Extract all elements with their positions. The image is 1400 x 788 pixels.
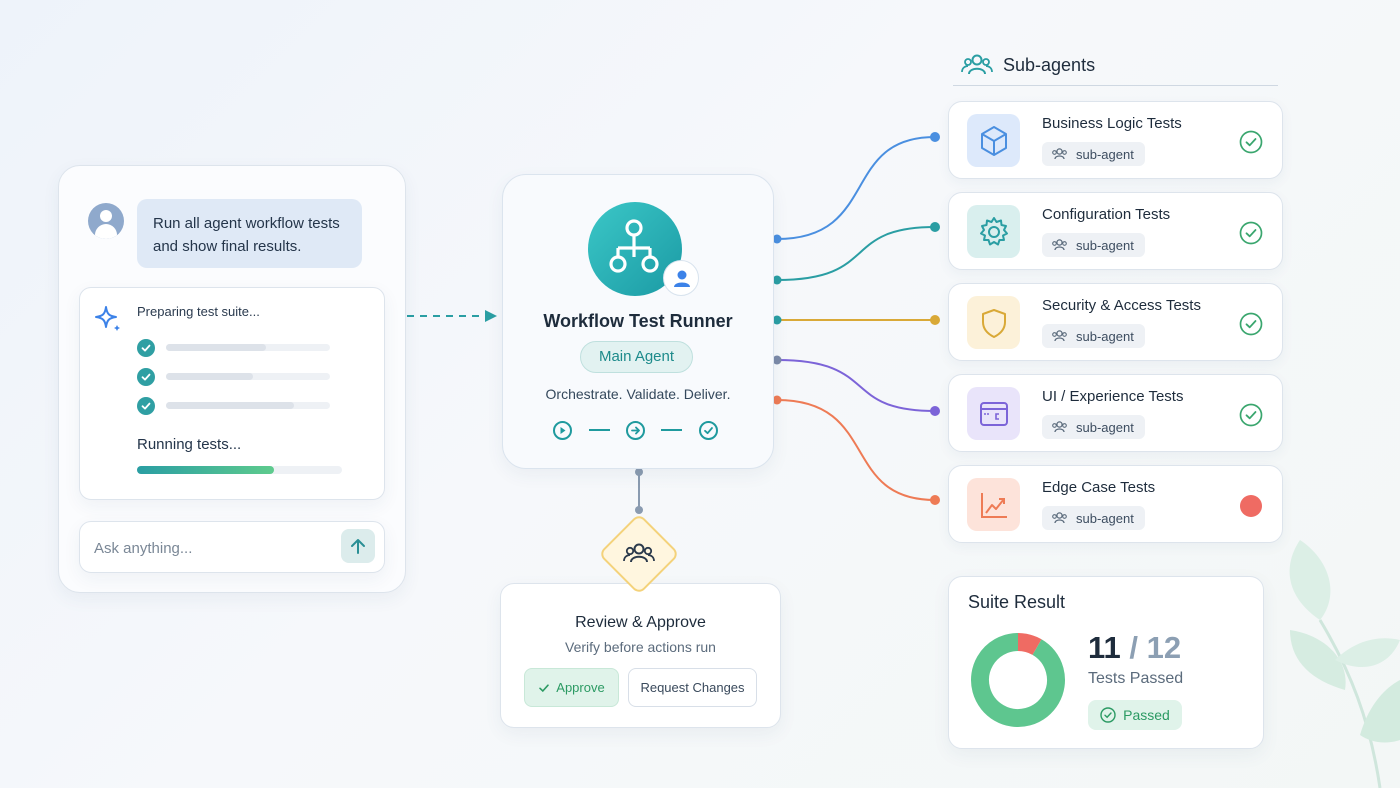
check-icon: [539, 683, 550, 692]
main-agent-title: Workflow Test Runner: [543, 311, 733, 331]
step-connector: [589, 429, 610, 431]
passed-check-icon: [1239, 130, 1263, 154]
subagent-card-edge-case[interactable]: Edge Case Tests sub-agent: [948, 465, 1283, 543]
step-check-icon: [137, 339, 155, 357]
subagent-card-business-logic[interactable]: Business Logic Tests sub-agent: [948, 101, 1283, 179]
main-agent-badge: Main Agent: [580, 341, 693, 373]
total-count: 12: [1146, 630, 1182, 665]
subagent-tag: sub-agent: [1042, 142, 1145, 166]
gear-icon: [967, 205, 1020, 258]
suite-result-title: Suite Result: [968, 592, 1066, 612]
shield-icon: [967, 296, 1020, 349]
subagent-title: UI / Experience Tests: [1042, 388, 1184, 405]
suite-score: 11 / 12: [1088, 630, 1181, 666]
passed-check-icon: [1239, 221, 1263, 245]
check-circle-icon: [1100, 707, 1116, 723]
subagent-tag-label: sub-agent: [1076, 237, 1134, 253]
approve-label: Approve: [556, 680, 605, 695]
connector-business-logic: [776, 136, 936, 240]
arrow-right-icon: [626, 421, 645, 440]
passed-count: 11: [1088, 630, 1121, 665]
play-icon: [553, 421, 572, 440]
users-icon: [1052, 148, 1067, 160]
subagent-tag-label: sub-agent: [1076, 328, 1134, 344]
subagent-card-security[interactable]: Security & Access Tests sub-agent: [948, 283, 1283, 361]
users-icon: [1052, 239, 1067, 251]
connector-edge-case: [776, 399, 936, 501]
divider: [953, 85, 1278, 86]
progress-card: [79, 287, 385, 500]
request-changes-label: Request Changes: [640, 680, 745, 695]
connector-configuration: [776, 226, 936, 281]
step-check-icon: [137, 397, 155, 415]
suite-status-badge: Passed: [1088, 700, 1182, 730]
donut-pass-segment: [971, 633, 1065, 727]
subagent-tag: sub-agent: [1042, 233, 1145, 257]
users-icon: [1052, 421, 1067, 433]
leaf-decoration: [1289, 540, 1400, 788]
subagents-header: Sub-agents: [1003, 55, 1096, 75]
step-progress-fill: [166, 373, 253, 380]
subagent-tag: sub-agent: [1042, 324, 1145, 348]
user-badge-icon: [663, 260, 699, 296]
users-icon: [961, 54, 993, 75]
step-check-icon: [137, 368, 155, 386]
users-icon: [1052, 330, 1067, 342]
subagent-tag: sub-agent: [1042, 415, 1145, 439]
ask-input-container: [79, 521, 385, 573]
suite-status-label: Passed: [1123, 707, 1170, 723]
subagent-tag-label: sub-agent: [1076, 419, 1134, 435]
arrow-head: [485, 310, 497, 322]
subagent-card-configuration[interactable]: Configuration Tests sub-agent: [948, 192, 1283, 270]
users-icon: [623, 543, 655, 563]
running-progress-bar: [137, 466, 342, 474]
step-progress-fill: [166, 344, 267, 351]
subagent-card-ui-experience[interactable]: UI / Experience Tests sub-agent: [948, 374, 1283, 452]
main-agent-tagline: Orchestrate. Validate. Deliver.: [545, 386, 731, 402]
subagent-title: Configuration Tests: [1042, 206, 1171, 223]
trend-chart-icon: [967, 478, 1020, 531]
approve-button[interactable]: Approve: [524, 668, 619, 707]
request-changes-button[interactable]: Request Changes: [628, 668, 757, 707]
check-icon: [699, 421, 718, 440]
subagent-tag: sub-agent: [1042, 506, 1145, 530]
step-progress-bar: [166, 373, 330, 380]
review-title: Review & Approve: [575, 614, 706, 631]
subagent-title: Edge Case Tests: [1042, 479, 1156, 496]
subagent-tag-label: sub-agent: [1076, 146, 1134, 162]
sparkle-icon: [95, 306, 120, 331]
score-separator: /: [1129, 630, 1139, 665]
connector-ui: [776, 359, 936, 412]
running-progress-fill: [137, 466, 275, 474]
suite-caption: Tests Passed: [1088, 670, 1184, 687]
step-progress-bar: [166, 402, 330, 409]
passed-check-icon: [1239, 312, 1263, 336]
ask-input[interactable]: [94, 536, 334, 560]
subagent-title: Business Logic Tests: [1042, 115, 1182, 132]
subagent-tag-label: sub-agent: [1076, 510, 1134, 526]
preparing-status: Preparing test suite...: [137, 304, 260, 319]
send-button[interactable]: [341, 529, 375, 563]
user-avatar: [88, 203, 124, 239]
arrow-up-icon: [351, 539, 365, 554]
suite-result-donut: [971, 633, 1065, 727]
users-icon: [1052, 512, 1067, 524]
step-progress-fill: [166, 402, 294, 409]
failed-status-dot: [1240, 495, 1262, 517]
review-subtitle: Verify before actions run: [565, 639, 716, 655]
window-icon: [967, 387, 1020, 440]
user-message: Run all agent workflow tests and show fi…: [137, 199, 362, 268]
cube-icon: [967, 114, 1020, 167]
passed-check-icon: [1239, 403, 1263, 427]
donut-fail-segment: [971, 633, 1065, 727]
subagent-title: Security & Access Tests: [1042, 297, 1201, 314]
step-progress-bar: [166, 344, 330, 351]
running-status: Running tests...: [137, 436, 242, 453]
step-connector: [661, 429, 682, 431]
